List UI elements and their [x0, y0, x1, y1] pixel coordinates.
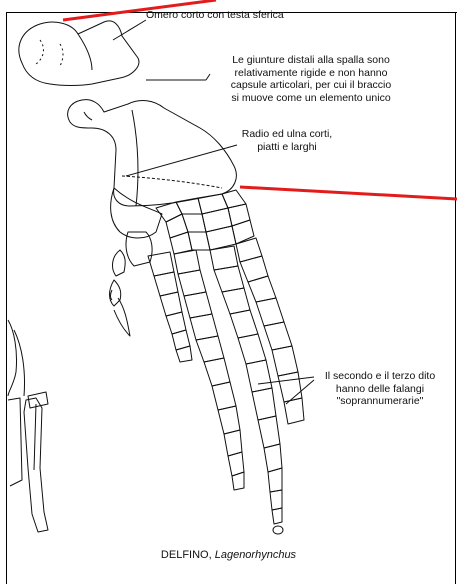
red-annotation-right [240, 187, 457, 199]
label-humerus-text: Omero corto con testa sferica [146, 9, 306, 22]
label-joints-line3: capsule articolari, per cui il braccio [206, 79, 416, 92]
caption-genus: Lagenorhynchus [215, 549, 296, 561]
digit-two [148, 252, 192, 362]
label-joints-line1: Le giunture distali alla spalla sono [206, 54, 416, 67]
label-joints-line4: si muove come un elemento unico [206, 92, 416, 105]
label-radius-ulna-line1: Radio ed ulna corti, [224, 128, 350, 141]
label-radius-ulna-line2: piatti e larghi [224, 141, 350, 154]
caption-common-name: DELFINO, [161, 549, 212, 561]
label-radius-ulna: Radio ed ulna corti, piatti e larghi [224, 128, 350, 153]
digit-three [174, 250, 244, 490]
digit-four [210, 246, 283, 534]
posterior-carpal-block [111, 188, 162, 238]
label-joints-line2: relativamente rigide e non hanno [206, 67, 416, 80]
digit-five [236, 238, 304, 424]
carpal-bones [156, 190, 254, 254]
label-digits-line2: hanno delle falangi [310, 383, 450, 396]
leader-digits-a [258, 377, 314, 384]
label-joints: Le giunture distali alla spalla sono rel… [206, 54, 416, 104]
leader-radius [126, 145, 237, 176]
radius-ulna-bones [68, 100, 237, 206]
label-humerus: Omero corto con testa sferica [146, 9, 306, 22]
label-digits: Il secondo e il terzo dito hanno delle f… [310, 370, 450, 408]
label-digits-line1: Il secondo e il terzo dito [310, 370, 450, 383]
skeleton-fragment [8, 320, 48, 532]
leader-humerus [113, 20, 146, 40]
figure-caption: DELFINO, Lagenorhynchus [0, 549, 457, 561]
humerus-bone [19, 21, 139, 86]
digit-one [110, 232, 153, 336]
label-digits-line3: "soprannumerarie" [310, 395, 450, 408]
